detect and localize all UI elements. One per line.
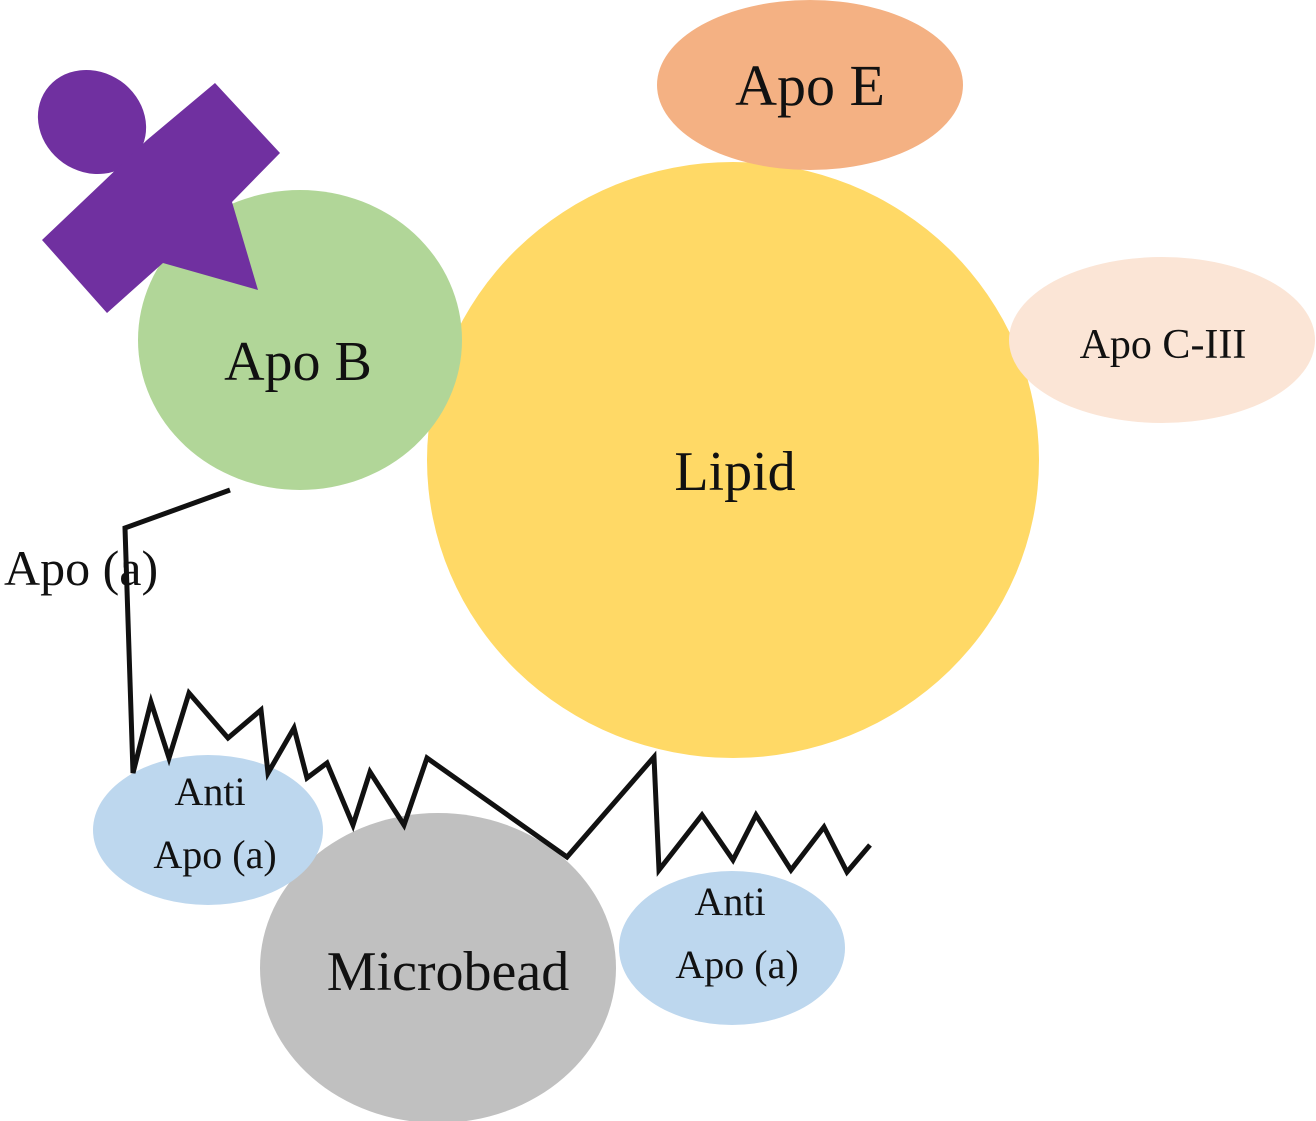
apo-c3-label: Apo C-III: [1080, 322, 1247, 368]
anti-apo-a-right-node: [619, 871, 845, 1025]
ligand-shape: [37, 69, 280, 313]
microbead-label: Microbead: [327, 941, 570, 1003]
microbead-node: [260, 813, 616, 1121]
apo-a-chain: [122, 487, 872, 877]
apo-c3-node: [1009, 257, 1315, 423]
apo-b-label: Apo B: [224, 331, 372, 393]
apo-e-node: [657, 0, 963, 170]
apo-e-label: Apo E: [735, 53, 885, 118]
anti-right-line1: Anti: [694, 879, 765, 924]
anti-left-line2: Apo (a): [153, 832, 276, 877]
lipid-label: Lipid: [674, 441, 795, 503]
lipid-core: [427, 162, 1039, 758]
anti-apo-a-left-node: [93, 755, 323, 905]
anti-left-line1: Anti: [174, 769, 245, 814]
apo-a-label: Apo (a): [4, 540, 158, 596]
anti-right-line2: Apo (a): [675, 942, 798, 987]
